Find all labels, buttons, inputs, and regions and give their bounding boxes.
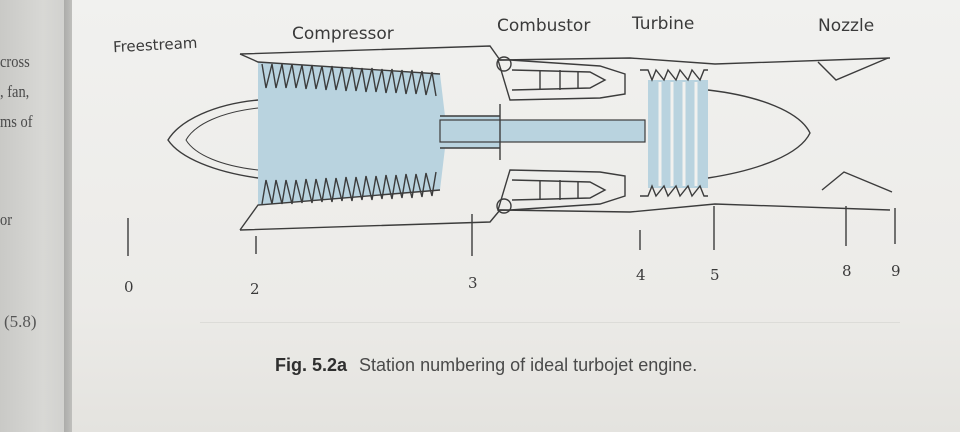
engine-shaft xyxy=(439,119,646,143)
equation-number: (5.8) xyxy=(4,312,37,331)
exhaust-tail-cone xyxy=(707,89,811,179)
margin-text-line: or xyxy=(0,210,13,229)
compressor-blades-top xyxy=(261,63,437,97)
turbine-stage-gaps xyxy=(658,82,698,186)
nozzle-flap-top xyxy=(817,57,889,81)
station-number-5: 5 xyxy=(710,266,720,284)
station-number-4: 4 xyxy=(636,266,646,284)
casing-outer-top xyxy=(239,45,891,65)
inlet-lip-top xyxy=(239,53,441,75)
previous-page-margin: cross , fan, ms of or (5.8) xyxy=(0,0,72,432)
station-number-0: 0 xyxy=(124,278,134,296)
compressor-flow-region xyxy=(258,62,500,205)
figure-tag: Fig. 5.2a xyxy=(275,355,348,375)
nozzle-flap-bottom xyxy=(821,171,893,193)
book-page xyxy=(72,0,960,432)
fuel-injector-bottom xyxy=(496,198,512,214)
combustor-liner-top xyxy=(497,59,626,101)
label-compressor: Compressor xyxy=(292,24,394,44)
figure-caption-text: Station numbering of ideal turbojet engi… xyxy=(359,355,698,375)
margin-text-line: cross xyxy=(0,52,30,71)
section-divider xyxy=(200,322,900,323)
margin-text-line: , fan, xyxy=(0,82,30,101)
figure-caption: Fig. 5.2a Station numbering of ideal turb… xyxy=(275,355,697,376)
station-number-2: 2 xyxy=(250,280,260,298)
margin-text-line: ms of xyxy=(0,112,33,131)
label-nozzle: Nozzle xyxy=(818,16,875,36)
label-combustor: Combustor xyxy=(497,16,591,36)
station-number-3: 3 xyxy=(468,274,478,292)
turbine-blades-bottom xyxy=(640,184,708,198)
turbine-blades-top xyxy=(640,68,708,82)
compressor-blades-bottom xyxy=(261,171,437,205)
inlet-lip-bottom xyxy=(239,189,441,231)
fuel-injector-top xyxy=(496,56,512,72)
label-turbine: Turbine xyxy=(632,14,695,34)
inlet-spinner xyxy=(167,99,259,179)
station-number-9: 9 xyxy=(891,262,901,280)
casing-outer-bottom xyxy=(239,203,891,231)
combustor-liner-bottom xyxy=(497,169,626,211)
station-number-8: 8 xyxy=(842,262,852,280)
turbine-flow-region xyxy=(648,80,708,188)
